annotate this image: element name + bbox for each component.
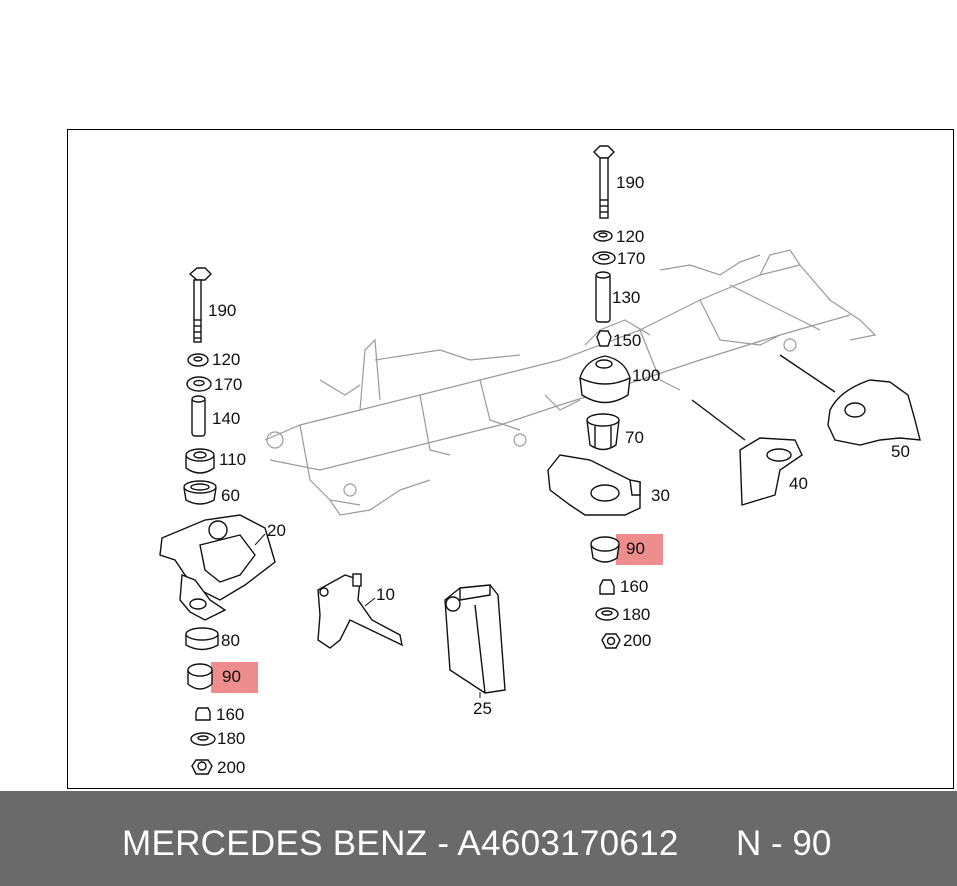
part-number-text: MERCEDES BENZ - A4603170612 <box>122 824 679 863</box>
footer-bar <box>0 791 957 886</box>
label-190-right: 190 <box>616 173 645 192</box>
label-170-left: 170 <box>214 375 243 394</box>
label-90-left: 90 <box>222 667 241 686</box>
leader-lines <box>254 533 481 698</box>
label-90-right: 90 <box>626 539 645 558</box>
label-60-left: 60 <box>221 486 240 505</box>
exploded-parts-drawing <box>159 145 921 775</box>
label-80-left: 80 <box>221 631 240 650</box>
label-50-frame: 50 <box>891 442 910 461</box>
diagram-frame <box>67 129 954 789</box>
label-130-right: 130 <box>612 288 641 307</box>
label-140-left: 140 <box>212 409 241 428</box>
label-180-right: 180 <box>622 605 651 624</box>
chassis-frame <box>264 249 877 516</box>
label-120-right: 120 <box>616 227 645 246</box>
label-160-right: 160 <box>620 577 649 596</box>
center-parts <box>317 573 506 694</box>
label-200-right: 200 <box>623 631 652 650</box>
highlight-90-left <box>211 662 258 693</box>
label-190-left: 190 <box>208 301 237 320</box>
label-40-frame: 40 <box>789 474 808 493</box>
left-stack-parts <box>159 267 276 775</box>
label-110-left: 110 <box>219 450 247 469</box>
label-100-right: 100 <box>632 366 661 385</box>
label-70-right: 70 <box>625 428 644 447</box>
label-150-right: 150 <box>613 331 642 350</box>
highlight-90-right <box>616 534 663 565</box>
label-170-right: 170 <box>617 249 646 268</box>
frame-brackets <box>691 354 921 506</box>
position-number-text: N - 90 <box>736 824 832 863</box>
label-120-left: 120 <box>212 350 241 369</box>
label-25-center: 25 <box>473 699 492 718</box>
label-200-left: 200 <box>217 758 246 777</box>
label-20-left: 20 <box>267 521 286 540</box>
right-stack-parts <box>547 145 641 649</box>
label-180-left: 180 <box>217 729 246 748</box>
label-10-center: 10 <box>376 585 395 604</box>
label-160-left: 160 <box>216 705 245 724</box>
label-30-right: 30 <box>651 486 670 505</box>
